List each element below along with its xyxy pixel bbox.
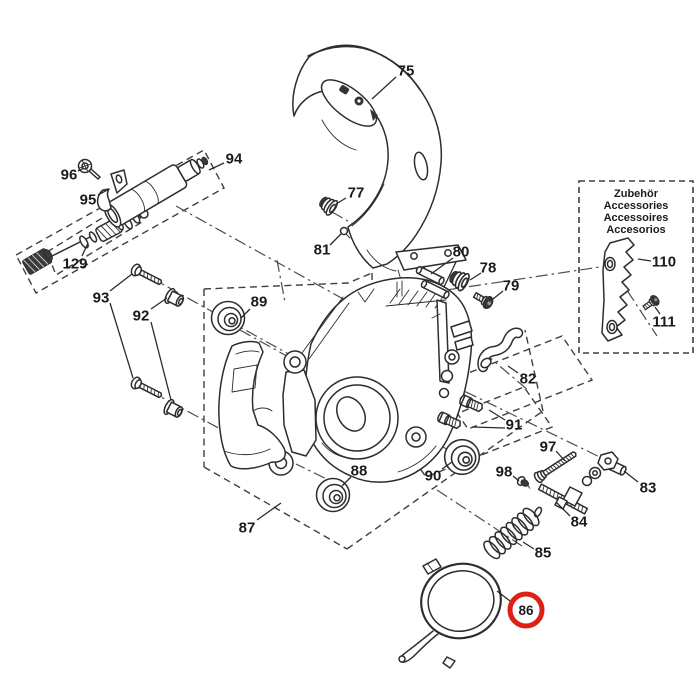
clamp-95: [96, 169, 128, 212]
leader-line-85: [522, 541, 535, 550]
grommet-78: [445, 266, 472, 293]
leader-line-79: [492, 290, 504, 300]
adjust-screw: [22, 248, 53, 275]
leader-line-91: [488, 409, 506, 421]
part-label-129: 129: [62, 255, 87, 272]
screw-81: [339, 226, 351, 239]
leader-line-92: [150, 321, 172, 401]
top-handle-drawing: [292, 44, 467, 281]
part-label-80: 80: [453, 243, 470, 260]
leader-line-111: [654, 306, 661, 315]
part-label-97: 97: [540, 438, 557, 455]
part-label-86[interactable]: 86: [518, 603, 534, 618]
screw-96: [77, 158, 101, 180]
accessories-title-de: Zubehör: [614, 188, 659, 200]
leader-line-87: [256, 502, 282, 521]
screws-93: [128, 261, 165, 403]
leader-line-81: [329, 233, 342, 246]
leader-line-86: [496, 590, 511, 602]
leader-line-83: [623, 470, 639, 483]
part-label-88: 88: [351, 462, 368, 479]
part-label-87: 87: [239, 519, 256, 536]
leader-line-90: [441, 461, 453, 470]
part-label-96: 96: [61, 166, 78, 183]
buffer-89: [210, 300, 246, 336]
leader-line-94: [208, 162, 225, 171]
part-label-75: 75: [398, 62, 415, 79]
leader-line-88: [341, 476, 352, 487]
part-label-79: 79: [503, 277, 520, 294]
screw-111: [640, 293, 662, 313]
highlight-ring-86[interactable]: [507, 591, 545, 629]
accessories-title-fr: Accessoires: [604, 212, 669, 224]
part-label-85: 85: [535, 544, 552, 561]
leader-line-75: [371, 76, 397, 100]
leader-line-80: [443, 261, 457, 288]
accessories-title-es: Accesorios: [606, 224, 665, 236]
part-label-81: 81: [314, 241, 331, 258]
part-label-111: 111: [652, 313, 675, 330]
leader-line-110: [637, 258, 652, 262]
elbow-82: [477, 327, 524, 373]
leader-lines: [77, 76, 661, 602]
accessories-box: Zubehör Accessories Accessoires Accesori…: [578, 180, 694, 354]
accessories-title-en: Accessories: [604, 200, 669, 212]
part-label-89: 89: [251, 293, 268, 310]
leader-line-97: [555, 450, 566, 462]
pump-body: [103, 156, 209, 228]
leader-line-92: [150, 297, 168, 310]
part-label-91: 91: [506, 416, 523, 433]
buffer-90: [443, 438, 481, 476]
part-label-78: 78: [480, 259, 497, 276]
part-label-90: 90: [425, 467, 442, 484]
part-label-95: 95: [80, 191, 97, 208]
nipple-98: [516, 475, 531, 489]
leader-line-91: [471, 426, 506, 429]
leader-line-129: [81, 242, 89, 257]
front-guard-piece: [218, 340, 286, 470]
screw-97: [533, 451, 577, 484]
leader-line-82: [507, 365, 519, 374]
crankcase-drawing: [218, 277, 474, 483]
screw-79: [470, 288, 496, 312]
part-label-83: 83: [640, 479, 657, 496]
part-labels: 75 77 78 79 80 81 82 83 84 85 86 87 88 89 90 91 92 93 94 95…: [61, 62, 676, 629]
leader-line-98: [512, 475, 520, 482]
part-label-110: 110: [652, 253, 676, 270]
part-label-92: 92: [133, 307, 150, 324]
part-label-82: 82: [520, 370, 537, 387]
brake-band-86: [398, 558, 502, 669]
leader-line-93: [109, 302, 134, 379]
tensioner-84: [533, 451, 619, 518]
leader-line-80: [430, 257, 454, 275]
front-pillar: [282, 369, 317, 457]
oil-pump-assembly: [22, 156, 209, 275]
leader-line-77: [335, 197, 347, 205]
part-label-94: 94: [226, 150, 243, 167]
part-label-93: 93: [93, 289, 110, 306]
part-label-98: 98: [496, 463, 513, 480]
part-label-84: 84: [571, 513, 588, 530]
spike-bar-110: [601, 237, 635, 342]
part-label-77: 77: [348, 184, 365, 201]
leader-line-95: [97, 188, 110, 196]
leader-line-96: [77, 167, 85, 172]
crankcase-group-box-87: [203, 272, 544, 550]
handle-switch-icons: [339, 85, 378, 121]
spring-85: [483, 507, 540, 560]
leader-line-89: [240, 308, 251, 319]
leader-line-84: [555, 501, 571, 517]
leader-line-93: [109, 273, 133, 292]
leader-line-78: [469, 272, 482, 281]
grommet-77: [315, 192, 341, 218]
bushings-92: [161, 286, 187, 422]
